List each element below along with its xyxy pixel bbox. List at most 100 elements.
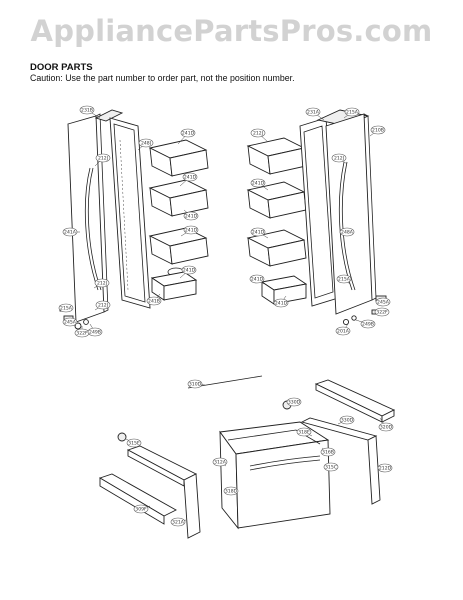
callout-text: 241D xyxy=(185,228,198,234)
left-bin-4-small xyxy=(150,271,198,301)
callout-bubble xyxy=(286,397,302,407)
callout-c35: 315E xyxy=(125,438,142,448)
callout-c02: 212J xyxy=(94,153,111,167)
callout-c27: 215A xyxy=(336,274,352,285)
callout-text: 320D xyxy=(380,425,393,431)
callout-text: 248J xyxy=(141,141,151,147)
callout-bubble xyxy=(296,427,312,437)
callout-c30: 249B xyxy=(355,319,376,329)
callout-bubble xyxy=(181,265,197,275)
callout-text: 212J xyxy=(98,303,108,309)
callout-c44: 330D xyxy=(337,415,355,425)
callout-bubble xyxy=(320,447,336,457)
section-heading: DOOR PARTS xyxy=(30,62,93,73)
callout-bubble xyxy=(62,317,78,327)
callout-c03: 248J xyxy=(137,138,154,151)
callout-c05: 241D xyxy=(179,172,198,187)
callout-c23: 241D xyxy=(249,274,265,285)
callout-text: 215A xyxy=(60,306,73,312)
callout-text: 316B xyxy=(322,450,334,456)
drawer-front-panel xyxy=(235,439,331,529)
callout-bubble xyxy=(273,298,289,308)
callout-c12: 215A xyxy=(58,303,74,313)
callout-c25: 212J xyxy=(331,153,348,165)
callout-text: 312A xyxy=(214,460,227,466)
callout-c07: 241D xyxy=(179,265,197,279)
callout-bubble xyxy=(378,422,394,432)
callout-bubble xyxy=(250,227,266,237)
callout-bubble xyxy=(133,504,149,514)
callout-bubble xyxy=(305,107,321,117)
callout-bubble xyxy=(377,463,393,473)
callout-c13: 245A xyxy=(62,317,78,327)
callout-c22: 241D xyxy=(250,227,269,239)
callout-c16: 241D xyxy=(183,209,199,221)
callout-c14: 322F xyxy=(74,326,90,338)
callout-c36: 212D xyxy=(377,463,393,473)
callout-bubble xyxy=(183,225,199,235)
callout-labels: 231B 212J 248J 241D 241D 241D 241D 212J 241A 212J… xyxy=(58,105,394,527)
callout-bubble xyxy=(336,274,352,284)
callout-c37: 312A xyxy=(212,457,228,467)
callout-c04: 241D xyxy=(177,128,196,145)
callout-c18: 215A xyxy=(343,107,360,119)
callout-text: 241D xyxy=(182,131,195,137)
drawer-handle xyxy=(249,455,321,467)
callout-c29: 322F xyxy=(374,307,390,317)
callout-c40: 315C xyxy=(323,462,339,472)
callout-c06: 241D xyxy=(180,225,199,237)
callout-c10: 212J xyxy=(94,300,111,311)
callout-text: 241A xyxy=(64,230,77,236)
callout-text: 315E xyxy=(128,441,140,447)
callout-text: 215A xyxy=(338,277,351,283)
right-door-assembly xyxy=(299,109,387,326)
callout-bubble xyxy=(339,227,355,237)
callout-c17: 231A xyxy=(305,107,325,121)
caution-note: Caution: Use the part number to order pa… xyxy=(30,73,295,83)
callout-text: 210B xyxy=(372,128,384,134)
callout-c01: 231B xyxy=(79,105,101,119)
callout-text: 241D xyxy=(184,175,197,181)
callout-text: 215A xyxy=(346,110,359,116)
callout-c21: 241D xyxy=(250,178,269,191)
callout-text: 201A xyxy=(337,329,350,335)
callout-c39: 316B xyxy=(320,447,336,457)
callout-text: 315C xyxy=(325,465,337,471)
left-bin-2 xyxy=(148,179,209,217)
callout-text: 212J xyxy=(98,156,108,162)
callout-bubble xyxy=(146,296,162,306)
left-side-rail xyxy=(126,445,198,481)
callout-text: 241D xyxy=(252,181,265,187)
callout-c43: 321A xyxy=(170,517,187,527)
callout-text: 245A xyxy=(377,300,390,306)
callout-text: 309F xyxy=(135,507,147,513)
callout-bubble xyxy=(249,274,265,284)
callout-text: 310D xyxy=(189,382,202,388)
side-knob xyxy=(117,432,127,442)
left-door-top-cap xyxy=(94,109,124,122)
callout-bubble xyxy=(183,211,199,221)
right-door-bins xyxy=(246,137,308,305)
left-bin-3 xyxy=(148,227,209,265)
callout-text: 241B xyxy=(148,299,160,305)
upper-right-rail xyxy=(314,379,396,417)
callout-text: 321A xyxy=(172,520,185,526)
callout-text: 241D xyxy=(185,214,198,220)
callout-bubble xyxy=(335,326,351,336)
callout-bubble xyxy=(138,138,154,148)
callout-bubble xyxy=(95,300,111,310)
callout-bubble xyxy=(331,153,347,163)
callout-bubble xyxy=(344,107,360,117)
left-bin-1 xyxy=(148,139,209,177)
callout-c31: 201A xyxy=(335,323,351,336)
callout-c08: 212J xyxy=(93,278,110,289)
callout-c38: 318E xyxy=(296,427,313,437)
callout-text: 241D xyxy=(251,277,264,283)
callout-text: 245A xyxy=(64,320,77,326)
right-bin-2 xyxy=(246,181,307,219)
callout-bubble xyxy=(182,172,198,182)
callout-text: 231B xyxy=(81,108,93,114)
callout-text: 249B xyxy=(362,322,374,328)
callout-bubble xyxy=(212,457,228,467)
